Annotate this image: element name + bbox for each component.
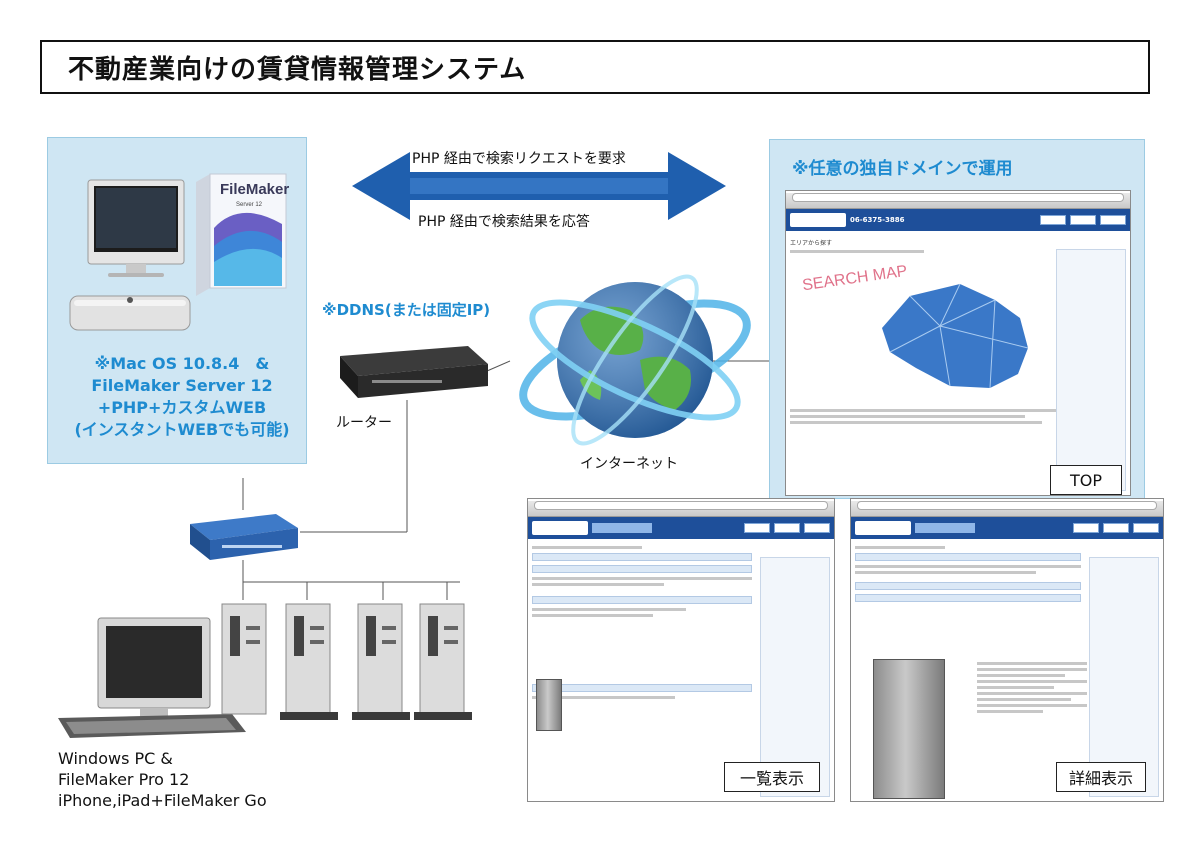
top-page-screenshot: 06-6375-3886 エリアから探す SEARCH MAP [785, 190, 1131, 496]
request-label: PHP 経由で検索リクエストを要求 [412, 151, 626, 167]
domain-note: ※任意の独自ドメインで運用 [792, 159, 1013, 179]
detail-sidebar [1089, 557, 1159, 797]
mac-server-line-1: ※Mac OS 10.8.4 & [94, 354, 270, 373]
request-response-arrow [352, 152, 726, 220]
site-header: 06-6375-3886 [786, 209, 1130, 231]
list-label: 一覧表示 [724, 762, 820, 792]
list-sidebar [760, 557, 830, 797]
browser-chrome-list [528, 501, 834, 517]
list-page-screenshot [527, 498, 835, 802]
tower-pc-icon-3 [414, 603, 472, 720]
browser-chrome [786, 193, 1130, 209]
router-icon [340, 346, 488, 398]
top-label: TOP [1050, 465, 1122, 495]
page-title: 不動産業向けの賃貸情報管理システム [40, 40, 1150, 94]
connection-lines [242, 360, 769, 600]
internet-label: インターネット [580, 456, 678, 472]
detail-spec-table [977, 659, 1087, 799]
windows-pc-caption: Windows PC & FileMaker Pro 12 iPhone,iPa… [58, 748, 267, 811]
router-label: ルーター [336, 415, 392, 431]
mac-server-caption: ※Mac OS 10.8.4 & FileMaker Server 12 +PH… [62, 353, 302, 441]
area-map-icon [882, 283, 1029, 389]
windows-pc-line-1: Windows PC & [58, 749, 173, 768]
response-label: PHP 経由で検索結果を応答 [418, 214, 590, 230]
site-tel: 06-6375-3886 [850, 216, 905, 224]
mac-server-line-3: +PHP+カスタムWEB [97, 398, 267, 417]
mac-server-line-4: (インスタントWEBでも可能) [74, 420, 290, 439]
mac-server-line-2: FileMaker Server 12 [91, 376, 273, 395]
top-sidebar [1056, 249, 1126, 491]
tower-pc-icon-2 [352, 603, 410, 720]
windows-pc-line-2: FileMaker Pro 12 [58, 770, 190, 789]
ddns-note: ※DDNS(または固定IP) [322, 301, 491, 319]
windows-pc-icon [58, 603, 267, 738]
tower-pc-icon-1 [280, 603, 338, 720]
site-header-list [528, 517, 834, 539]
detail-label: 詳細表示 [1056, 762, 1146, 792]
globe-icon [519, 274, 751, 446]
windows-pc-line-3: iPhone,iPad+FileMaker Go [58, 791, 267, 810]
detail-page-screenshot [850, 498, 1164, 802]
top-section-title: エリアから探す [790, 240, 833, 247]
network-switch-icon [190, 514, 298, 560]
site-header-detail [851, 517, 1163, 539]
browser-chrome-detail [851, 501, 1163, 517]
